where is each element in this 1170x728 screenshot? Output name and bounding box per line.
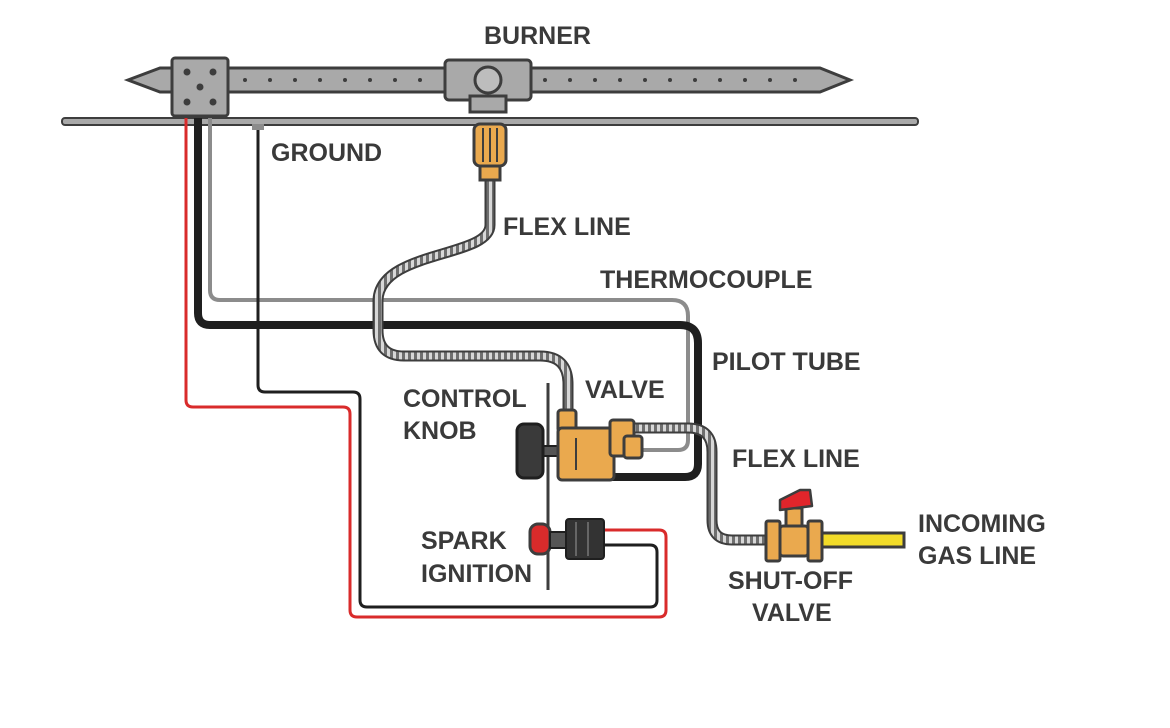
control-knob <box>515 422 561 480</box>
label-shutoff-valve-line2: VALVE <box>752 599 832 627</box>
pilot-tube <box>194 118 702 481</box>
label-spark-ignition-line1: SPARK <box>421 527 507 555</box>
label-incoming-gas-line2: GAS LINE <box>918 542 1037 570</box>
label-pilot-tube: PILOT TUBE <box>712 348 861 376</box>
spark-ignition <box>528 518 605 560</box>
label-flex-line-top: FLEX LINE <box>503 213 631 241</box>
incoming-gas-pipe <box>818 531 906 549</box>
label-spark-ignition-line2: IGNITION <box>421 560 533 588</box>
burner-fitting <box>472 122 508 182</box>
thermocouple-wire <box>208 118 690 452</box>
label-flex-line-bottom: FLEX LINE <box>732 445 860 473</box>
ground-terminal <box>252 124 264 130</box>
ground-wire <box>256 125 659 609</box>
label-ground: GROUND <box>271 139 383 167</box>
label-control-knob-line1: CONTROL <box>403 385 527 413</box>
label-thermocouple: THERMOCOUPLE <box>600 266 813 294</box>
label-burner: BURNER <box>484 22 591 50</box>
label-valve: VALVE <box>585 376 665 404</box>
burner <box>123 56 855 118</box>
label-incoming-gas-line1: INCOMING <box>918 510 1046 538</box>
red-wire <box>184 118 668 619</box>
shutoff-valve <box>764 488 824 563</box>
label-shutoff-valve-line1: SHUT-OFF <box>728 567 853 595</box>
gas-valve <box>556 408 644 482</box>
label-control-knob-line2: KNOB <box>403 417 477 445</box>
